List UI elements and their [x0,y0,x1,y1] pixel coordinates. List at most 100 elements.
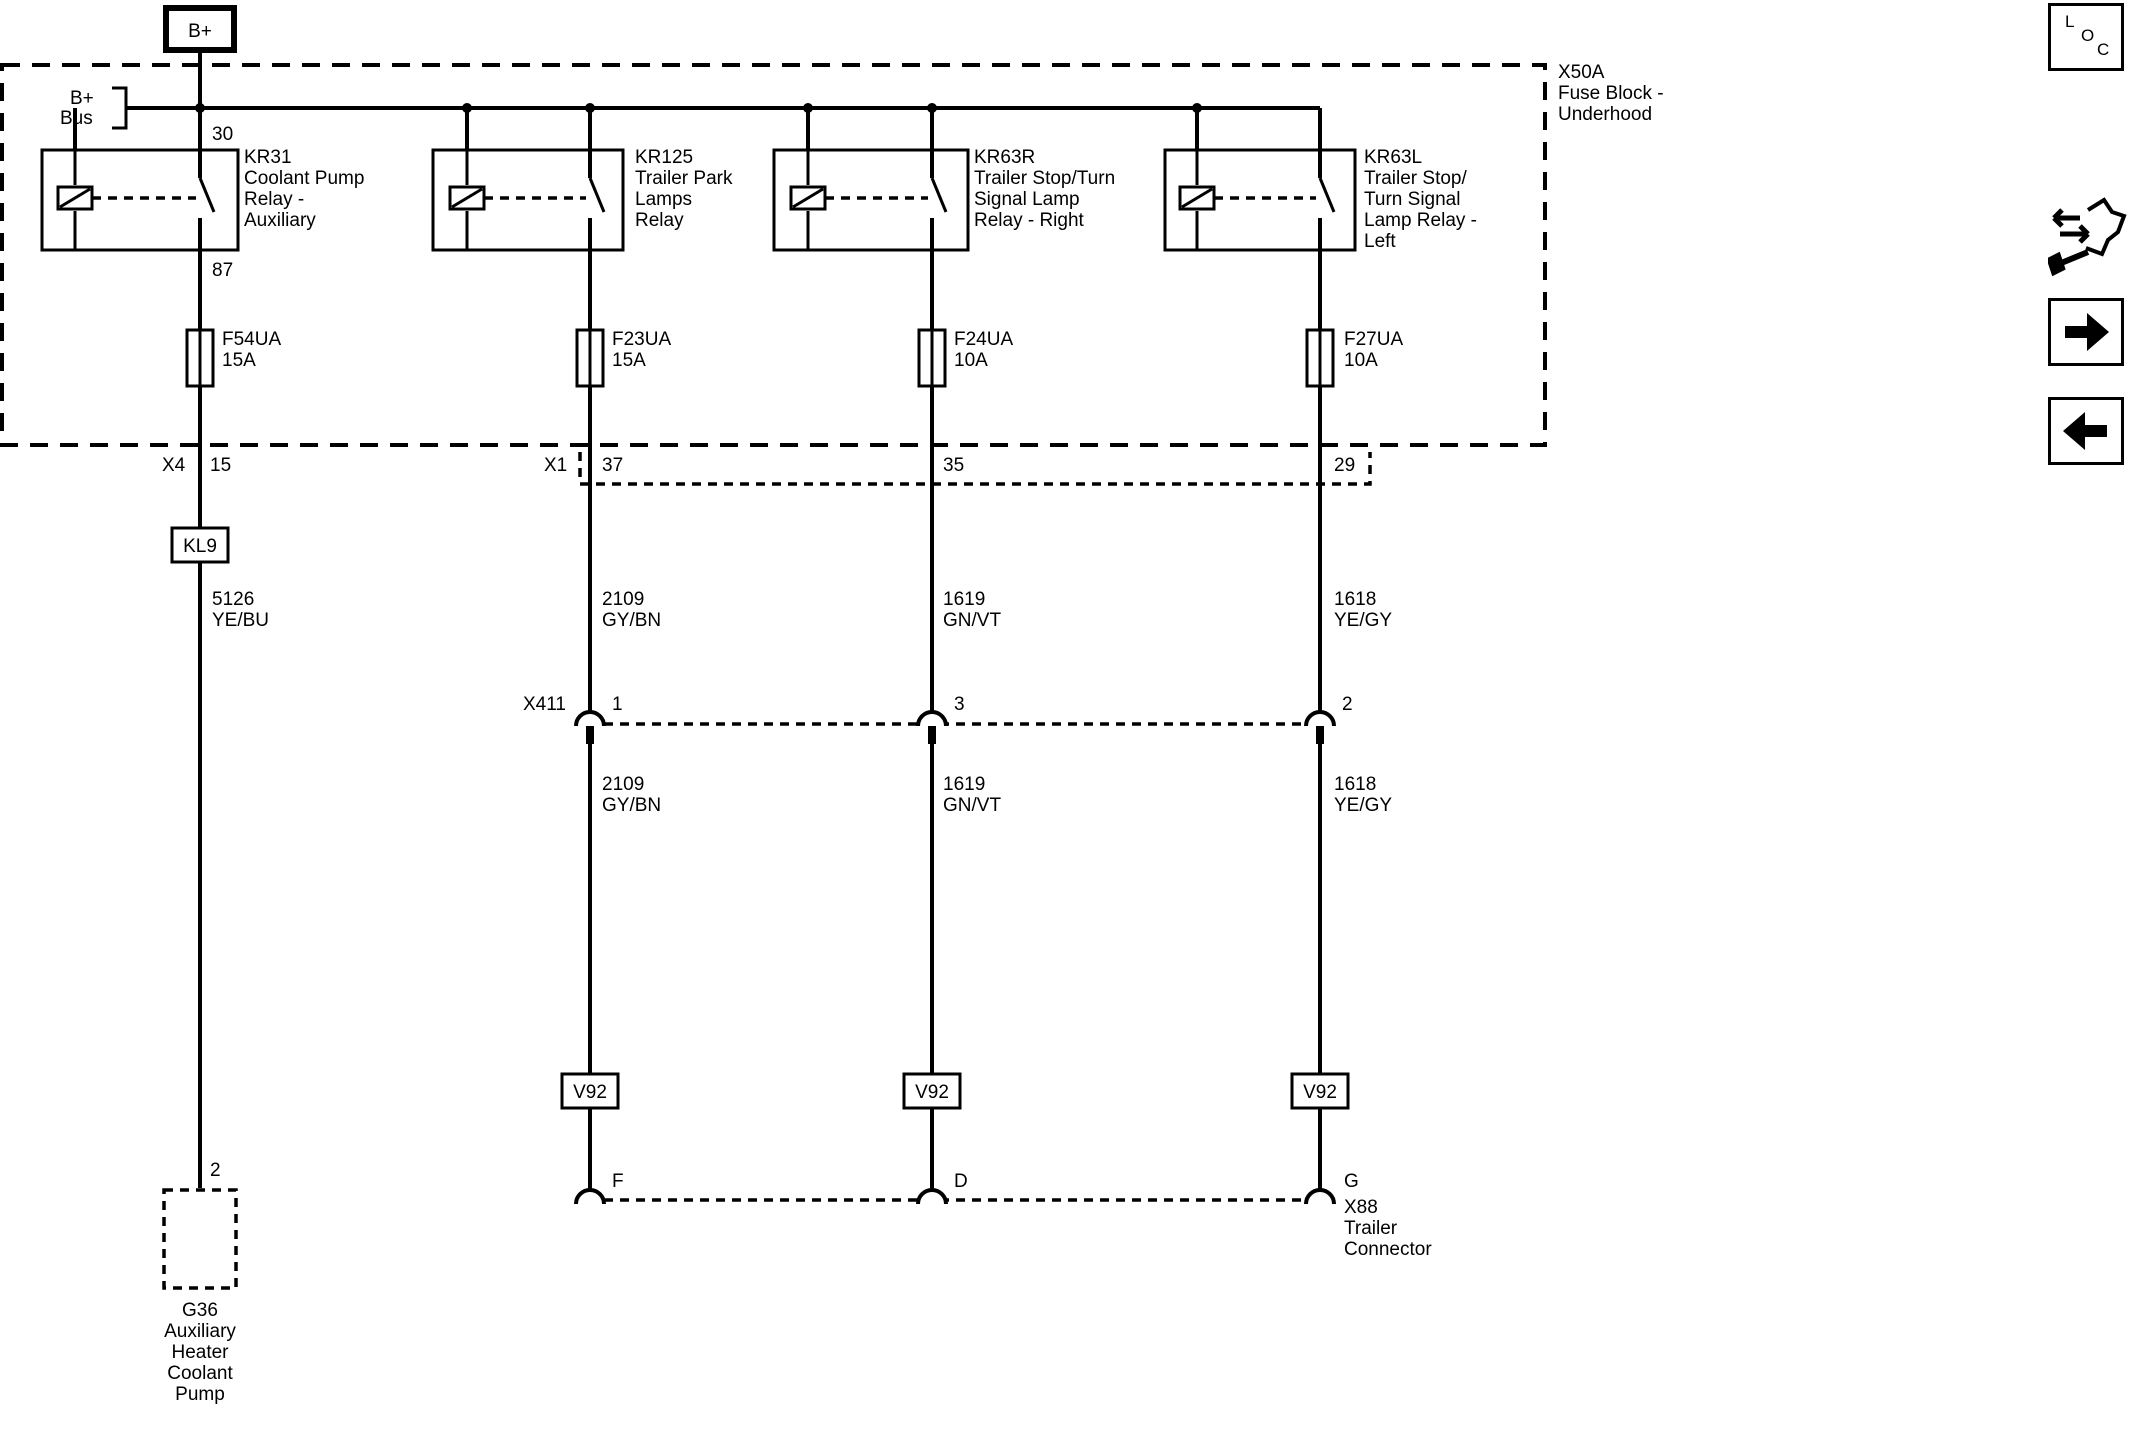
fuse-block-id: X50A [1558,62,1605,83]
splice-v92-right-label: V92 [1303,1082,1337,1103]
wire-1618-number-lower: 1618 [1334,774,1376,795]
wire-1619-number-lower: 1619 [943,774,985,795]
fuse-f54ua-id: F54UA [222,329,281,350]
wire-2109-color-upper: GY/BN [602,610,661,631]
previous-page-button[interactable] [2048,397,2124,465]
component-g36-name2: Auxiliary [164,1321,236,1342]
connector-x411-pin-3: 3 [954,694,965,715]
wire-1619-color-lower: GN/VT [943,795,1001,816]
connector-x4-pin: 15 [210,455,231,476]
splice-v92-middle-label: V92 [915,1082,949,1103]
relay-kr63l-desc2: Turn Signal [1364,189,1460,210]
relay-kr63l [1163,108,1357,252]
connector-x411-id: X411 [523,694,566,715]
fuse-f23ua-rating: 15A [612,350,646,371]
connector-x411-pin-2: 2 [1342,694,1353,715]
connector-x1-id: X1 [544,455,567,476]
wire-2109-color-lower: GY/BN [602,795,661,816]
component-g36-name1: G36 [182,1300,218,1321]
wire-2109-number-upper: 2109 [602,589,644,610]
connector-x88-pin-g: G [1344,1171,1359,1192]
splice-v92-right-box [1290,1072,1350,1110]
wire-1618-color-lower: YE/GY [1334,795,1392,816]
loc-letter-c: C [2097,40,2110,59]
relay-kr125-desc3: Relay [635,210,684,231]
fuse-f23ua-id: F23UA [612,329,671,350]
relay-kr63r-desc2: Signal Lamp [974,189,1080,210]
fuse-block-boundary [0,63,1547,447]
component-g36-pin: 2 [210,1160,221,1181]
component-g36-name5: Pump [175,1384,225,1405]
wire-1619-color-upper: GN/VT [943,610,1001,631]
relay-kr63r-desc3: Relay - Right [974,210,1085,231]
wire-5126-number: 5126 [212,589,254,610]
relay-kr125-desc2: Lamps [635,189,692,210]
next-page-button[interactable] [2048,298,2124,366]
connector-wrench-button[interactable] [2046,196,2128,280]
relay-kr31-desc2: Relay - [244,189,304,210]
component-g36-box [162,1188,238,1290]
relay-kr31-pin-out: 87 [212,260,233,281]
relay-kr31-desc3: Auxiliary [244,210,316,231]
component-g36-name3: Heater [171,1342,229,1363]
fuse-f27ua-rating: 10A [1344,350,1378,371]
fuse-f24ua-rating: 10A [954,350,988,371]
relay-kr63r-desc1: Trailer Stop/Turn [974,168,1115,189]
locator-button[interactable]: L O C [2048,3,2124,71]
splice-v92-left-box [560,1072,620,1110]
wire-1619-number-upper: 1619 [943,589,985,610]
splice-kl9-box [170,526,230,564]
connector-x88-terminals [574,1188,1336,1205]
connector-x88-name3: Connector [1344,1239,1432,1260]
relay-kr63l-desc1: Trailer Stop/ [1364,168,1467,189]
connector-x88-pin-f: F [612,1171,624,1192]
fuse-f54ua-rating: 15A [222,350,256,371]
relay-kr31-desc1: Coolant Pump [244,168,364,189]
splice-v92-left-label: V92 [573,1082,607,1103]
fuse-block-name-line2: Underhood [1558,104,1652,125]
arrow-left-icon [2063,412,2107,450]
loc-letter-l: L [2065,12,2075,31]
wire-1618-number-upper: 1618 [1334,589,1376,610]
connector-x1-boundary [578,452,1372,486]
connector-x1-pin-37: 37 [602,455,623,476]
splice-kl9-label: KL9 [183,536,217,557]
relay-kr125 [431,108,625,252]
splice-v92-middle-box [902,1072,962,1110]
relay-kr63r [772,108,970,252]
relay-kr63l-desc4: Left [1364,231,1396,252]
fuse-f27ua [1305,328,1335,388]
relay-kr125-id: KR125 [635,147,693,168]
connector-x411-pin-1: 1 [612,694,623,715]
connector-x1-pin-35: 35 [943,455,964,476]
bus-label-line1: B+ [70,88,94,109]
b-plus-label: B+ [188,21,212,42]
connector-x88-name2: Trailer [1344,1218,1398,1239]
connector-x88-name1: X88 [1344,1197,1378,1218]
arrow-right-icon [2065,313,2109,351]
fuse-f27ua-id: F27UA [1344,329,1403,350]
wire-2109-number-lower: 2109 [602,774,644,795]
relay-kr31-pin-in: 30 [212,124,233,145]
connector-x88-pin-d: D [954,1171,968,1192]
relay-kr125-desc1: Trailer Park [635,168,733,189]
relay-kr63l-desc3: Lamp Relay - [1364,210,1477,231]
connector-x1-pin-29: 29 [1334,455,1355,476]
wire-5126-color: YE/BU [212,610,269,631]
fuse-f54ua [185,328,215,388]
relay-kr63l-id: KR63L [1364,147,1422,168]
fuse-f24ua-id: F24UA [954,329,1013,350]
relay-kr31 [40,108,240,252]
connector-wrench-icon [2046,197,2127,277]
connector-x4-id: X4 [162,455,186,476]
relay-kr63r-id: KR63R [974,147,1035,168]
bus-bracket [112,86,128,130]
connector-x411-terminals [574,710,1336,744]
relay-kr31-id: KR31 [244,147,292,168]
fuse-f23ua [575,328,605,388]
fuse-f24ua [917,328,947,388]
component-g36-name4: Coolant [167,1363,233,1384]
loc-letter-o: O [2081,26,2095,45]
fuse-block-name-line1: Fuse Block - [1558,83,1664,104]
